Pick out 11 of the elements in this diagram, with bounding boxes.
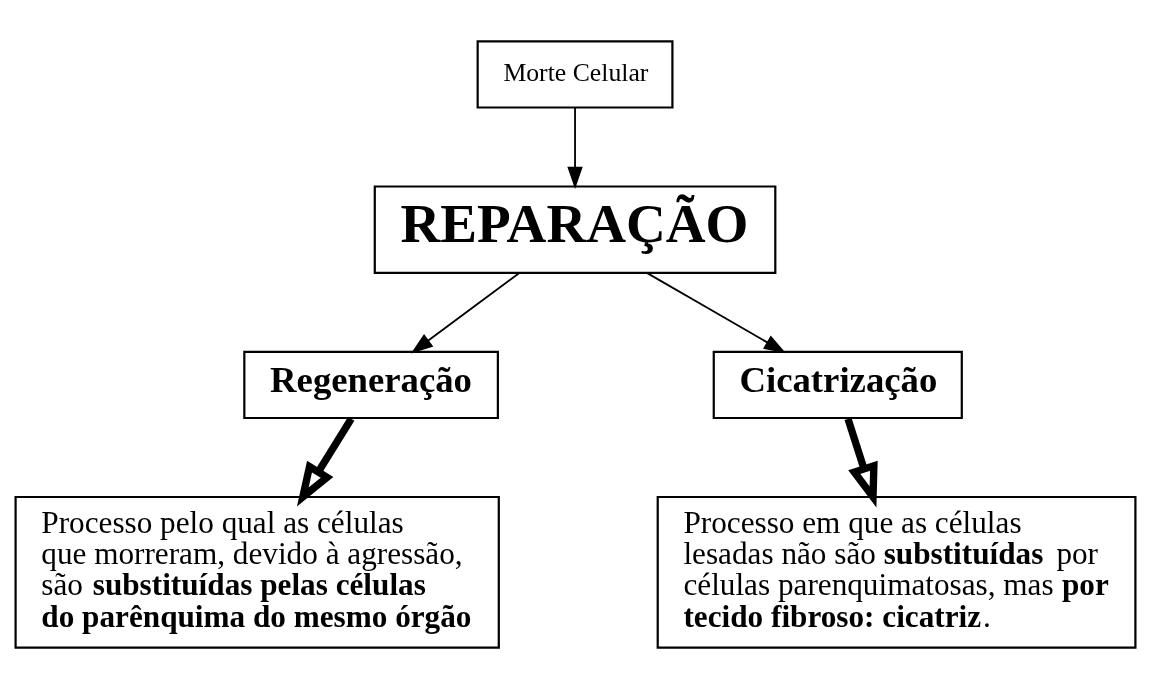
node-box: Processo em que as células lesadas não são substituídas por células parenquimatosas, mas por tecido fibroso: cicatriz.: [656, 495, 1137, 649]
arrow: [567, 106, 583, 189]
node-box: Cicatrização: [712, 350, 963, 419]
arrow: [645, 271, 786, 353]
arrow: [410, 271, 521, 353]
node-box: REPARAÇÃO: [373, 184, 777, 274]
node-box: Processo pelo qual as células que morreram, devido à agressão, são substituídas pelas células do parênquima do mesmo órgão: [14, 495, 500, 649]
arrow: [296, 416, 355, 506]
node-box: Regeneração: [243, 350, 499, 419]
node-box: Morte Celular: [476, 39, 674, 109]
arrow: [844, 417, 878, 508]
